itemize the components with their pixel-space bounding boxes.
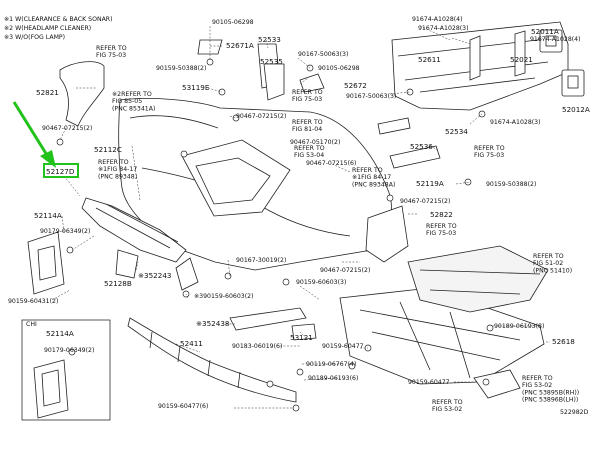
label-90467-05170-2: 90467-05170(2) [290, 139, 340, 146]
label-52114a-b: 52114A [46, 329, 74, 338]
label-90467-07215-6: 90467-07215(6) [306, 160, 356, 167]
label-90189-06193-6: 90189-06193(6) [308, 375, 358, 382]
green-arrow-icon [12, 101, 56, 168]
label-90105-06298-b: 90105-06298 [318, 65, 360, 72]
leader-lines [51, 25, 550, 409]
label-90179-06349-2a: 90179-06349(2) [40, 228, 90, 235]
bracket-52011a [539, 29, 563, 53]
label-52536: 52536 [410, 142, 433, 151]
label-52119a: 52119A [416, 179, 444, 188]
label-52021: 52021 [510, 55, 533, 64]
label-90159-50388-2a: 90159-50388(2) [156, 65, 206, 72]
label-52672: 52672 [344, 81, 367, 90]
note-1: ※1 W(CLEARANCE & BACK SONAR) [4, 16, 113, 23]
label-52128b: 52128B [104, 279, 132, 288]
label-90119-06767-4: 90119-06767(4) [306, 361, 356, 368]
label-52411: 52411 [180, 339, 203, 348]
label-52671a: 52671A [226, 41, 254, 50]
lower-grille-52112c [81, 197, 187, 263]
lower-bracket-rh [473, 369, 521, 399]
label-chi: CHI [26, 321, 37, 328]
label-90105-06298-a: 90105-06298 [212, 19, 254, 26]
label-52112c: 52112C [94, 145, 122, 154]
label-90467-07215-2b: 90467-07215(2) [236, 113, 286, 120]
label-90159-60477-6: 90159-60477(6) [158, 403, 208, 410]
label-91674-a1028-3b: 91674-A1028(3) [490, 119, 541, 126]
side-retainer-52821 [59, 61, 105, 127]
ref-fig-84-17a: REFER TO※1FIG 84-17(PNC 89348) [98, 159, 137, 180]
bumper-reinforcement [391, 21, 569, 111]
label-52533: 52533 [258, 35, 281, 44]
label-52534: 52534 [445, 127, 468, 136]
note-3: ※3 W/O(FOG LAMP) [4, 34, 65, 41]
label-91674-a1028-3a: 91674-A1028(3) [418, 25, 469, 32]
label-90159-60477-b: 90159-60477 [408, 379, 450, 386]
label-52611: 52611 [418, 55, 441, 64]
lower-spoiler [127, 317, 297, 403]
label-90167-30019-2: 90167-30019(2) [236, 257, 286, 264]
license-bracket [27, 231, 65, 295]
label-90467-07215-2c: 90467-07215(2) [400, 198, 450, 205]
seal-53121 [291, 323, 317, 341]
bracket-52012a [561, 69, 585, 97]
label-90467-07215-2a: 90467-07215(2) [42, 125, 92, 132]
label-53119e: 53119E [182, 83, 210, 92]
highlight-52127d [43, 163, 79, 178]
label-90159-60603-2: ※390159-60603(2) [194, 293, 254, 300]
label-90159-60603-3: 90159-60603(3) [296, 279, 346, 286]
chi-license-bracket [21, 319, 111, 421]
fasteners [56, 58, 494, 412]
label-53121: 53121 [290, 333, 313, 342]
label-52618: 52618 [552, 337, 575, 346]
bumper-cover [118, 98, 392, 271]
side-bracket-52822 [365, 205, 409, 263]
note-2: ※2 W(HEADLAMP CLEANER) [4, 25, 91, 32]
engine-undercover [407, 245, 549, 313]
label-90179-06349-2b: 90179-06349(2) [44, 347, 94, 354]
brackets-upper [197, 39, 325, 101]
label-90167-50063-3a: 90167-50063(3) [298, 51, 348, 58]
label-52114a: 52114A [34, 211, 62, 220]
label-90467-07215-2d: 90467-07215(2) [320, 267, 370, 274]
fog-covers [115, 249, 199, 291]
label-52438: ※352438 [196, 319, 230, 328]
label-52821: 52821 [36, 88, 59, 97]
label-52535: 52535 [260, 57, 283, 66]
label-90189-06193-8: 90189-06193(8) [494, 323, 544, 330]
label-90159-60477-a: 90159-60477 [322, 343, 364, 350]
label-90167-50063-3b: 90167-50063(3) [346, 93, 396, 100]
brackets-mid [377, 117, 441, 169]
catalog-id: 522982D [560, 409, 589, 416]
label-52822: 52822 [430, 210, 453, 219]
ref-fig-84-17b: REFER TO※1FIG 84-17(PNC 89348A) [352, 167, 395, 188]
label-90159-50388-2b: 90159-50388(2) [486, 181, 536, 188]
label-52012a: 52012A [562, 105, 590, 114]
label-52011a: 52011A [531, 27, 559, 36]
label-91674-a1028-4b: 91674-A1028(4) [530, 36, 581, 43]
retainer-52438 [229, 307, 307, 331]
label-90183-06019-6: 90183-06019(6) [232, 343, 282, 350]
label-52243: ※352243 [138, 271, 171, 280]
label-90159-60431-2: 90159-60431(2) [8, 298, 58, 305]
label-91674-a1028-4a: 91674-A1028(4) [412, 16, 463, 23]
label-52127d: 52127D [46, 167, 75, 176]
